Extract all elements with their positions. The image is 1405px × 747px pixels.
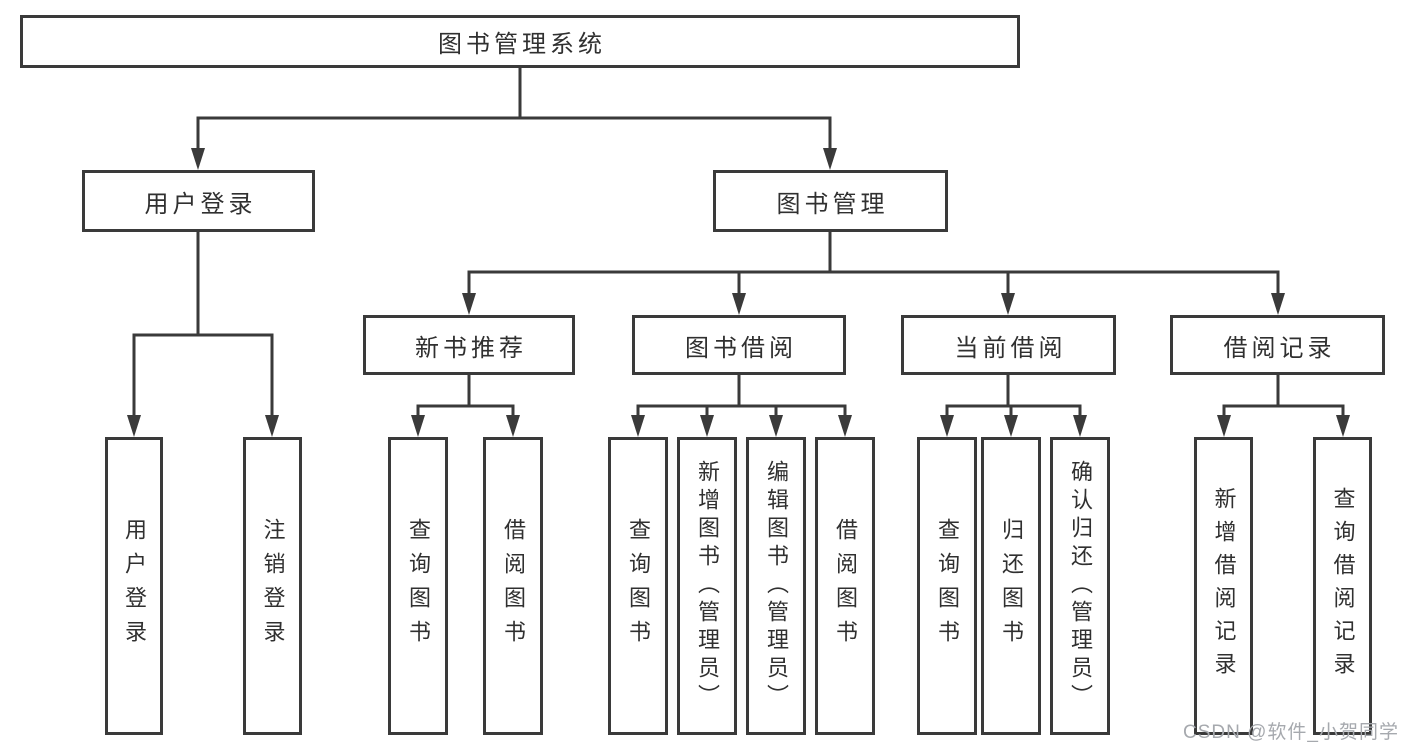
leaf-confirm-return-admin-label: 确认归还（管理员）	[1068, 460, 1093, 712]
node-new-book-recommend: 新书推荐	[363, 315, 575, 375]
leaf-borrow-books-label: 借阅图书	[833, 518, 858, 654]
node-user-login: 用户登录	[82, 170, 315, 232]
node-book-management: 图书管理	[713, 170, 948, 232]
leaf-edit-books-admin-label: 编辑图书（管理员）	[764, 460, 789, 712]
leaf-query-books-recommend-label: 查询图书	[406, 518, 431, 654]
leaf-add-borrow-record-label: 新增借阅记录	[1211, 487, 1237, 685]
leaf-user-login: 用户登录	[105, 437, 163, 735]
leaf-query-books-current: 查询图书	[917, 437, 977, 735]
leaf-logout: 注销登录	[243, 437, 302, 735]
node-current-borrowing: 当前借阅	[901, 315, 1116, 375]
leaf-add-borrow-record: 新增借阅记录	[1194, 437, 1253, 735]
csdn-watermark: CSDN @软件_小贺同学	[1183, 722, 1399, 743]
node-borrowing-records: 借阅记录	[1170, 315, 1385, 375]
leaf-borrow-books-recommend: 借阅图书	[483, 437, 543, 735]
node-book-borrowing: 图书借阅	[632, 315, 846, 375]
leaf-user-login-label: 用户登录	[122, 518, 147, 654]
leaf-query-books-borrowing-label: 查询图书	[626, 518, 651, 654]
leaf-edit-books-admin: 编辑图书（管理员）	[746, 437, 806, 735]
leaf-query-books-recommend: 查询图书	[388, 437, 448, 735]
leaf-query-borrow-record-label: 查询借阅记录	[1330, 487, 1356, 685]
leaf-query-books-borrowing: 查询图书	[608, 437, 668, 735]
leaf-borrow-books: 借阅图书	[815, 437, 875, 735]
leaf-add-books-admin: 新增图书（管理员）	[677, 437, 737, 735]
node-root-library-system: 图书管理系统	[20, 15, 1020, 68]
leaf-logout-label: 注销登录	[260, 518, 286, 654]
leaf-return-books: 归还图书	[981, 437, 1041, 735]
leaf-borrow-books-recommend-label: 借阅图书	[501, 518, 526, 654]
leaf-return-books-label: 归还图书	[999, 518, 1024, 654]
leaf-confirm-return-admin: 确认归还（管理员）	[1050, 437, 1110, 735]
leaf-query-books-current-label: 查询图书	[935, 518, 960, 654]
leaf-query-borrow-record: 查询借阅记录	[1313, 437, 1372, 735]
leaf-add-books-admin-label: 新增图书（管理员）	[695, 460, 720, 712]
